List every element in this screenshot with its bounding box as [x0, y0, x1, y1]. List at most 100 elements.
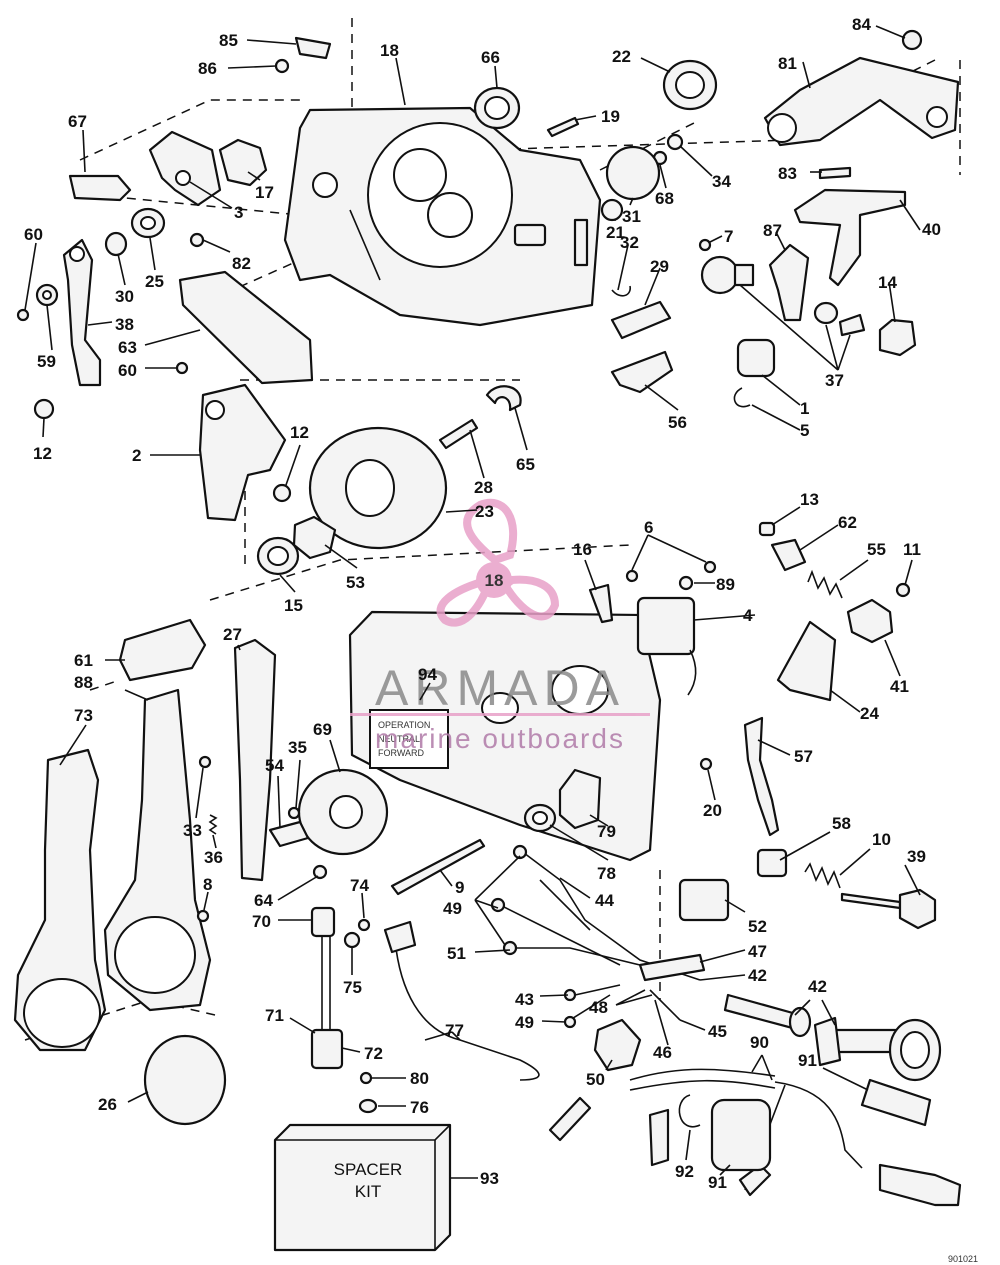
callout-51: 51 — [447, 944, 466, 963]
callout-21: 21 — [606, 223, 625, 242]
upper-small-parts — [274, 36, 718, 394]
callout-68: 68 — [655, 189, 674, 208]
watermark-tagline: marine outboards — [375, 723, 625, 754]
propeller-logo-icon: 18 — [436, 499, 560, 627]
callout-31: 31 — [622, 207, 641, 226]
callout-78: 78 — [597, 864, 616, 883]
svg-text:OPERATION: OPERATION — [378, 720, 430, 730]
callout-19: 19 — [601, 107, 620, 126]
callout-75: 75 — [343, 978, 362, 997]
handle-assembly — [13, 618, 389, 1126]
callout-49-lower: 49 — [515, 1013, 534, 1032]
callout-23: 23 — [475, 502, 494, 521]
callout-66: 66 — [481, 48, 500, 67]
callout-1: 1 — [800, 399, 809, 418]
callout-62: 62 — [838, 513, 857, 532]
callout-9: 9 — [455, 878, 464, 897]
throttle-arm-assembly — [698, 29, 960, 408]
callout-54: 54 — [265, 756, 284, 775]
callout-12-right: 12 — [290, 423, 309, 442]
callout-43: 43 — [515, 990, 534, 1009]
mid-parts — [198, 383, 522, 576]
callout-59: 59 — [37, 352, 56, 371]
callout-26: 26 — [98, 1095, 117, 1114]
callout-24: 24 — [860, 704, 879, 723]
callout-20: 20 — [703, 801, 722, 820]
callout-18: 18 — [380, 41, 399, 60]
figure-code: 901021 — [948, 1254, 978, 1264]
callout-46: 46 — [653, 1043, 672, 1062]
callout-39: 39 — [907, 847, 926, 866]
callout-80: 80 — [410, 1069, 429, 1088]
callout-88: 88 — [74, 673, 93, 692]
spacer-kit-line1: SPACER — [334, 1160, 403, 1179]
callout-15: 15 — [284, 596, 303, 615]
callout-3: 3 — [234, 203, 243, 222]
callout-70: 70 — [252, 912, 271, 931]
callout-89: 89 — [716, 575, 735, 594]
callout-41: 41 — [890, 677, 909, 696]
logo-number: 18 — [485, 571, 504, 590]
callout-5: 5 — [800, 421, 809, 440]
callout-40: 40 — [922, 220, 941, 239]
watermark-brand: ARMADA — [375, 660, 625, 716]
callout-91-upper: 91 — [798, 1051, 817, 1070]
callout-30: 30 — [115, 287, 134, 306]
callout-71: 71 — [265, 1006, 284, 1025]
callout-labels: 85 86 18 66 22 84 81 19 67 34 68 83 17 3… — [24, 15, 978, 1264]
spacer-kit-box: SPACER KIT — [273, 1123, 478, 1252]
callout-28: 28 — [474, 478, 493, 497]
callout-29: 29 — [650, 257, 669, 276]
callout-94: 94 — [418, 665, 437, 684]
callout-90: 90 — [750, 1033, 769, 1052]
callout-53: 53 — [346, 573, 365, 592]
callout-79: 79 — [597, 822, 616, 841]
callout-37: 37 — [825, 371, 844, 390]
callout-4: 4 — [743, 606, 753, 625]
callout-17: 17 — [255, 183, 274, 202]
callout-45: 45 — [708, 1022, 727, 1041]
callout-32: 32 — [620, 233, 639, 252]
callout-7: 7 — [724, 227, 733, 246]
callout-36: 36 — [204, 848, 223, 867]
callout-10: 10 — [872, 830, 891, 849]
callout-93: 93 — [480, 1169, 499, 1188]
callout-2: 2 — [132, 446, 141, 465]
callout-86: 86 — [198, 59, 217, 78]
callout-14: 14 — [878, 273, 897, 292]
callout-6: 6 — [644, 518, 653, 537]
right-mid-parts — [588, 521, 937, 930]
wiring-harness — [310, 838, 962, 1207]
callout-8: 8 — [203, 875, 212, 894]
callout-81: 81 — [778, 54, 797, 73]
callout-48: 48 — [589, 998, 608, 1017]
callout-58: 58 — [832, 814, 851, 833]
callout-38: 38 — [115, 315, 134, 334]
callout-63: 63 — [118, 338, 137, 357]
callout-87: 87 — [763, 221, 782, 240]
callout-83: 83 — [778, 164, 797, 183]
callout-34: 34 — [712, 172, 731, 191]
callout-35: 35 — [288, 738, 307, 757]
callout-16: 16 — [573, 540, 592, 559]
callout-61: 61 — [74, 651, 93, 670]
callout-72: 72 — [364, 1044, 383, 1063]
callout-42-middle: 42 — [748, 966, 767, 985]
callout-leaders — [24, 25, 921, 1176]
callout-60-mid: 60 — [118, 361, 137, 380]
callout-27: 27 — [223, 625, 242, 644]
callout-84: 84 — [852, 15, 871, 34]
armada-watermark: 18 ARMADA marine outboards — [350, 499, 650, 754]
callout-52: 52 — [748, 917, 767, 936]
callout-12-left: 12 — [33, 444, 52, 463]
callout-49-upper: 49 — [443, 899, 462, 918]
callout-92: 92 — [675, 1162, 694, 1181]
spacer-kit-line2: KIT — [355, 1182, 381, 1201]
callout-69: 69 — [313, 720, 332, 739]
left-upper-linkage — [16, 130, 314, 503]
callout-55: 55 — [867, 540, 886, 559]
svg-text:NEUTRAL: NEUTRAL — [378, 734, 420, 744]
control-housing-top — [283, 106, 602, 327]
callout-13: 13 — [800, 490, 819, 509]
